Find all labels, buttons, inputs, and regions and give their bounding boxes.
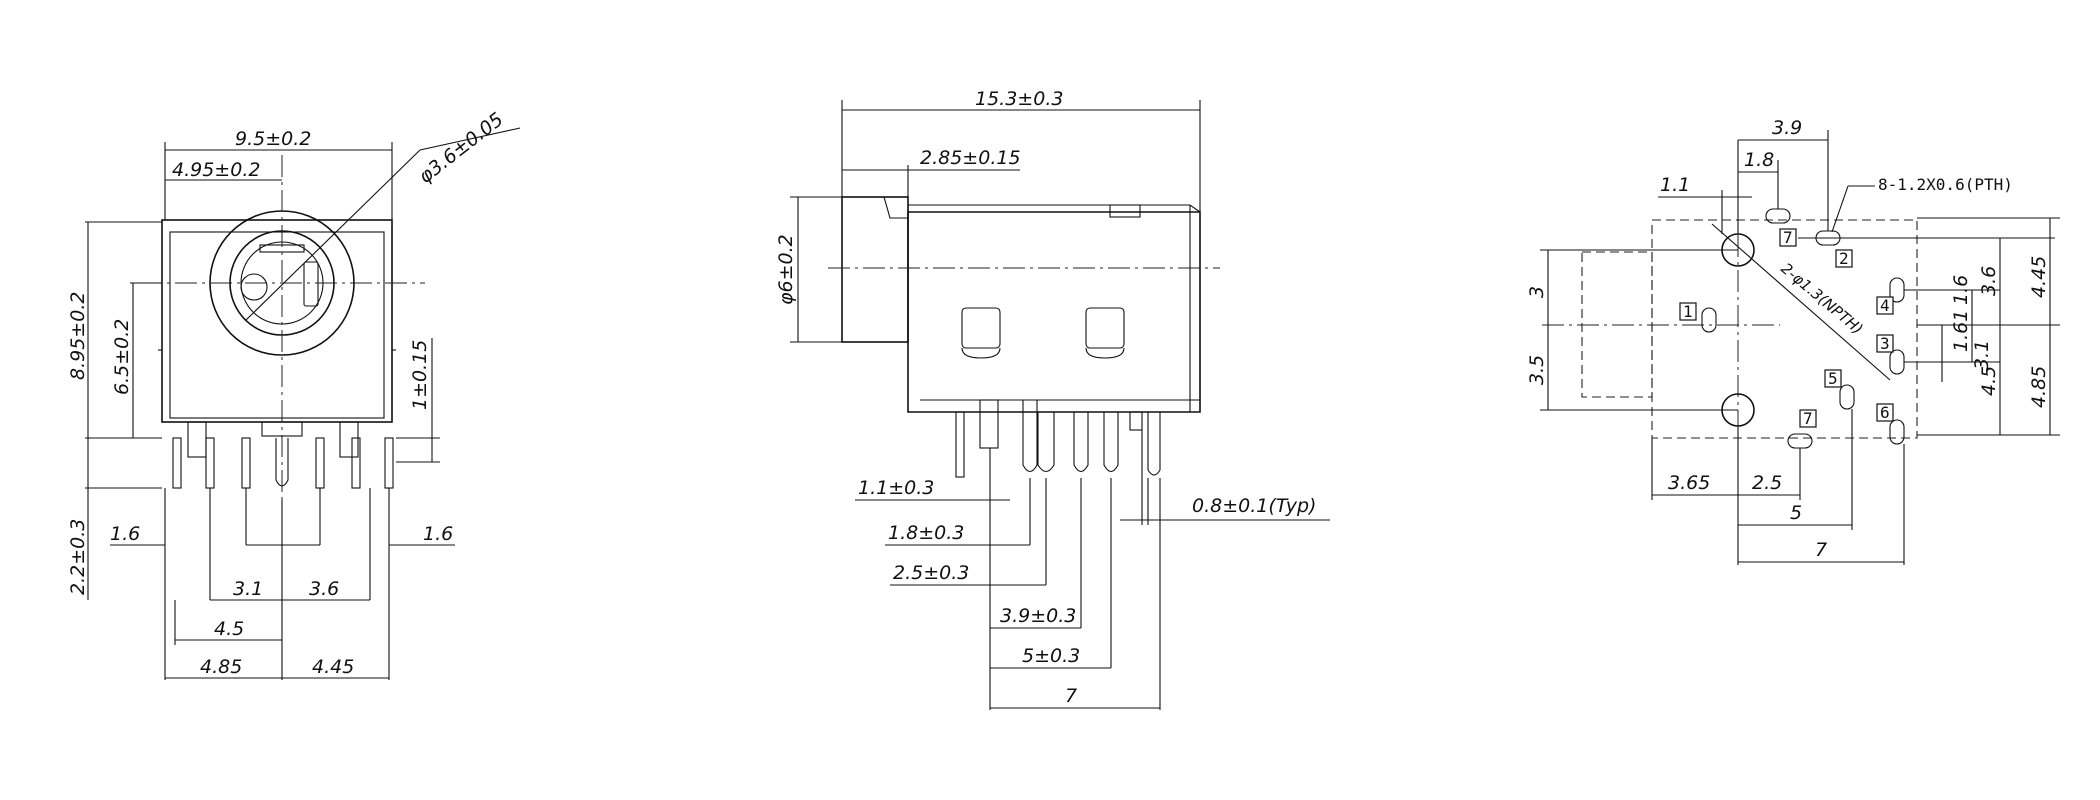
- front-pins: [172, 421, 394, 489]
- pad-label-7-top: 7: [1783, 228, 1793, 247]
- dim-front-36: 3.6: [309, 578, 339, 600]
- side-pins: [955, 399, 1161, 478]
- dim-side-p7: 7: [1065, 685, 1077, 707]
- front-body-inner: [169, 231, 385, 419]
- pad-label-5: 5: [1828, 369, 1838, 388]
- pad-label-4: 4: [1880, 296, 1890, 315]
- dim-pcb-r16: 1.6: [1950, 275, 1972, 305]
- pad-label-1: 1: [1683, 302, 1693, 321]
- pad-label-6: 6: [1880, 403, 1890, 422]
- pad-number-boxes: 7 2 4 1 3 5 6 7: [1679, 228, 1894, 428]
- dim-front-31: 3.1: [233, 578, 263, 600]
- dim-front-left-edge: 1.6: [110, 523, 140, 545]
- dim-pcb-left3: 3: [1526, 286, 1548, 298]
- front-body-outline: [161, 219, 393, 423]
- dim-side-nose: 2.85±0.15: [920, 147, 1021, 169]
- dim-front-pin-length: 2.2±0.3: [67, 519, 89, 595]
- dim-pcb-top18: 1.8: [1744, 149, 1774, 171]
- pad-label-7-bottom: 7: [1803, 409, 1813, 428]
- side-nose: [841, 196, 909, 343]
- dim-pcb-b365: 3.65: [1668, 472, 1710, 494]
- dim-side-p39: 3.9±0.3: [1000, 605, 1076, 627]
- dim-side-length: 15.3±0.3: [975, 88, 1063, 110]
- pcb-view: 7 2 4 1 3 5 6 7 3.9 1.8 1.1 8-1.2: [1526, 117, 2060, 565]
- note-npth: 2-φ1.3(NPTH): [1777, 259, 1866, 338]
- dim-front-445: 4.45: [312, 656, 354, 678]
- dim-front-485: 4.85: [200, 656, 242, 678]
- dim-front-center-offset: 4.95±0.2: [172, 159, 260, 181]
- dim-pcb-r45: 4.5: [1978, 366, 2000, 396]
- dim-pcb-b25: 2.5: [1752, 472, 1782, 494]
- dim-side-p11: 1.1±0.3: [858, 477, 934, 499]
- dim-side-p18: 1.8±0.3: [888, 522, 964, 544]
- dim-front-width: 9.5±0.2: [235, 128, 311, 150]
- dim-pcb-top39: 3.9: [1772, 117, 1802, 139]
- dim-pcb-r161: 1.61: [1950, 310, 1972, 352]
- dim-pcb-b7: 7: [1815, 539, 1827, 561]
- dim-front-right-edge: 1.6: [423, 523, 453, 545]
- dim-front-pin-step: 1±0.15: [409, 340, 431, 410]
- side-body-outline: [907, 211, 1201, 413]
- dim-pcb-r445: 4.45: [2028, 256, 2050, 298]
- pad-label-3: 3: [1880, 334, 1890, 353]
- dim-front-center-height: 6.5±0.2: [111, 319, 133, 395]
- front-view: 9.5±0.2 4.95±0.2 φ3.6±0.05 8.95±0.2 6.5±…: [67, 108, 521, 680]
- dim-side-nose-dia: φ6±0.2: [775, 234, 797, 305]
- dim-side-p5: 5±0.3: [1022, 645, 1080, 667]
- dim-pcb-r36: 3.6: [1978, 266, 2000, 296]
- dim-side-p25: 2.5±0.3: [893, 562, 969, 584]
- pad-label-2: 2: [1839, 249, 1849, 268]
- dim-pcb-r485: 4.85: [2028, 366, 2050, 408]
- dim-front-height: 8.95±0.2: [67, 292, 89, 380]
- dim-side-pin-width: 0.8±0.1(Typ): [1192, 495, 1316, 517]
- dim-pcb-left35: 3.5: [1526, 355, 1548, 385]
- dim-pcb-b5: 5: [1790, 502, 1802, 524]
- dim-front-45: 4.5: [214, 618, 244, 640]
- dim-pcb-r31: 3.1: [1971, 340, 1993, 370]
- side-view: 15.3±0.3 2.85±0.15 φ6±0.2 1.1±0.3 1.8±0.…: [775, 88, 1330, 710]
- dim-pcb-top11: 1.1: [1660, 174, 1690, 196]
- note-pth: 8-1.2X0.6(PTH): [1878, 175, 2013, 194]
